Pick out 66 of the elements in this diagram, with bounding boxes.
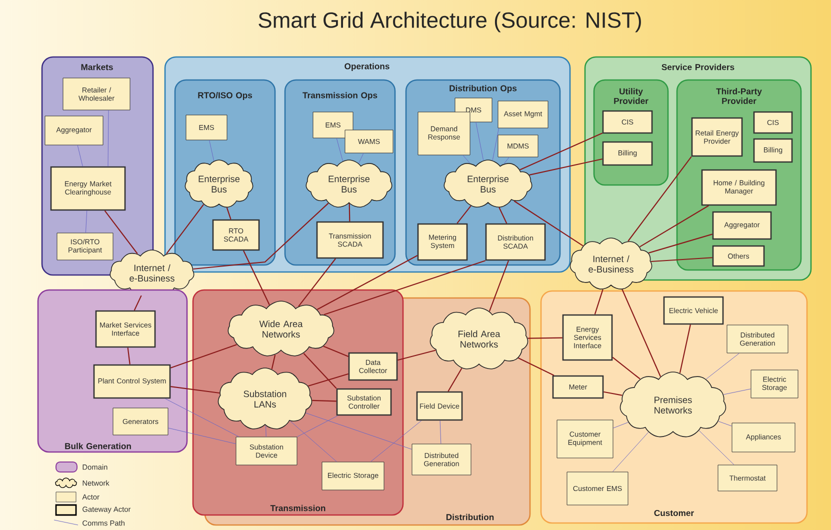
connection-line [718,421,732,426]
connection-line [303,352,337,389]
connection-line [706,353,740,380]
connection-line [648,234,712,254]
connection-line [370,420,422,462]
connection-line [226,207,232,220]
connection-line [723,388,751,395]
connection-line [358,153,364,164]
connection-line [77,145,83,167]
connection-line [290,420,337,462]
connection-line [306,412,412,450]
connection-line [492,128,499,161]
network-cloud: Field Area Networks [430,308,528,370]
connection-line [170,344,237,368]
connection-line [476,122,484,161]
connection-line [134,295,142,311]
connection-line [639,205,709,248]
connection-line [529,158,602,176]
connection-line [336,138,343,162]
network-cloud: Premises Networks [620,372,726,438]
connection-line [650,257,712,262]
connection-line [108,110,109,167]
connection-line [498,207,508,224]
connection-line [209,140,214,162]
connection-line [298,258,336,307]
connection-line [308,373,349,387]
connection-line [85,210,88,233]
connection-line [613,422,628,428]
connection-line [168,428,236,444]
network-cloud: Enterprise Bus [306,160,392,208]
connection-line [324,260,486,316]
connection-line [440,420,442,444]
connection-line [594,289,604,315]
network-cloud: Enterprise Bus [184,160,254,208]
connection-line [679,324,691,374]
connection-line [504,157,510,164]
connection-line [462,155,470,164]
connection-line [127,348,130,364]
connection-line [166,204,204,254]
network-cloud: Substation LANs [218,368,312,430]
connection-line [193,202,329,270]
connection-line [622,289,662,377]
connection-line [243,250,270,306]
connection-line [316,255,418,310]
diagram-title: Smart Grid Architecture (Source: NIST) [258,12,641,32]
connection-line [518,358,554,376]
connection-line [448,368,462,392]
connection-line [348,204,350,222]
connection-line [488,260,509,312]
connection-line [297,415,338,437]
network-cloud: Internet / e-Business [570,238,652,290]
connection-line [104,210,138,254]
connection-line [170,386,220,394]
connection-line [164,398,240,437]
connection-line [312,400,336,402]
connection-line [604,391,622,396]
connection-line [612,356,640,380]
connection-line [271,354,276,370]
connection-line [323,346,349,357]
connection-line [398,350,436,361]
network-cloud: Wide Area Networks [228,300,334,356]
connection-line [456,206,472,224]
connection-line [520,132,603,170]
network-cloud: Enterprise Bus [444,160,532,208]
connection-line [528,337,562,339]
connection-line [628,156,692,242]
